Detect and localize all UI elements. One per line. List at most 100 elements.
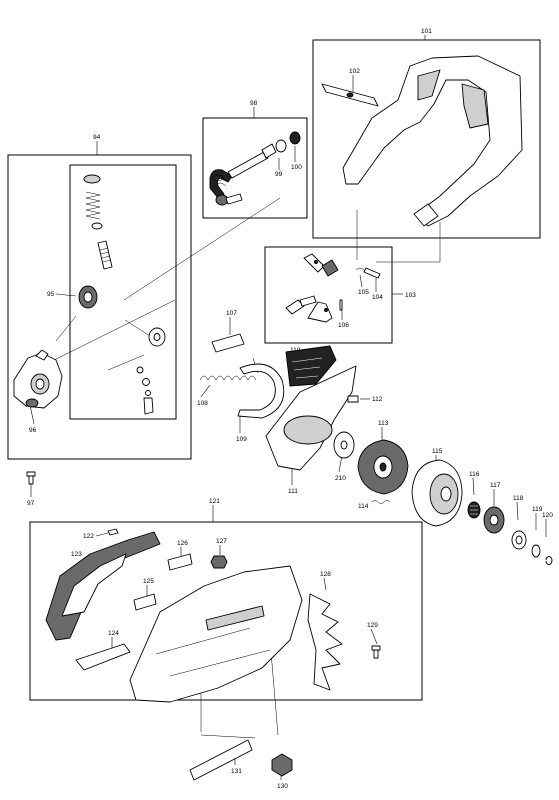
group-box-94-inner	[69, 164, 177, 420]
lever-110-texture	[291, 357, 323, 379]
pump-cap-part	[83, 174, 101, 184]
cap-100-part	[289, 131, 301, 145]
link-plate-upper-part	[303, 253, 325, 273]
link-arm-part	[307, 301, 333, 323]
callout-131: 131	[231, 768, 242, 775]
oil-hose-tube-part	[227, 151, 269, 179]
callout-105: 105	[358, 289, 369, 296]
clip-125-part	[133, 593, 157, 611]
side-cover-group	[45, 528, 381, 781]
small-washer-part	[142, 378, 150, 386]
callout-labels: 94 95 96 97 98 99 100 101 102 103 104 10…	[27, 28, 553, 790]
callout-99: 99	[275, 171, 283, 178]
callout-130: 130	[277, 783, 288, 790]
callout-97: 97	[27, 500, 35, 507]
oil-hose-part	[209, 169, 233, 199]
chain-guide-123-inner	[61, 553, 127, 617]
clutch-113-hub	[379, 462, 387, 472]
worm-gear-hub-part	[83, 291, 93, 303]
needle-bearing-116-lines	[470, 505, 478, 515]
pump-piston-thread-part	[99, 247, 112, 263]
callout-108: 108	[197, 400, 208, 407]
washer-210-hole	[340, 440, 348, 450]
tensioner-124-part	[75, 643, 131, 671]
brake-spring-108-part	[199, 375, 257, 381]
callout-104: 104	[372, 294, 383, 301]
washer-119-part	[531, 544, 541, 558]
callout-116: 116	[469, 471, 480, 478]
clutch-spring-114-part	[371, 500, 391, 504]
callout-106: 106	[338, 322, 349, 329]
oil-hose-connector-part	[225, 193, 243, 205]
grip-102-hole	[346, 92, 354, 98]
callout-124: 124	[108, 630, 119, 637]
group-box-94	[7, 154, 192, 460]
link-rivet-1	[314, 260, 318, 264]
callout-113: 113	[378, 420, 389, 427]
chain-guide-123-part	[45, 531, 161, 641]
nut-127-part	[210, 555, 228, 569]
callout-114: 114	[358, 503, 369, 510]
callout-98: 98	[250, 100, 258, 107]
washer-hole-part	[153, 333, 161, 341]
side-cover-rib	[155, 627, 271, 677]
front-handle-group	[321, 55, 523, 227]
sprocket-117-hub	[489, 514, 499, 526]
label-131-part	[189, 739, 253, 781]
pin-104-part	[363, 267, 381, 279]
washer-118-hole	[515, 535, 523, 545]
link-lever-part	[285, 299, 305, 315]
callout-118: 118	[513, 495, 524, 502]
group-box-103	[264, 246, 393, 344]
callout-117: 117	[490, 482, 501, 489]
side-cover-plate-part	[129, 565, 303, 703]
nut-130-part	[271, 753, 293, 777]
sprocket-cover-window	[283, 415, 333, 445]
brake-band-109-part	[237, 363, 285, 419]
group-box-121	[29, 521, 423, 701]
front-handle-window-1	[417, 69, 441, 101]
callout-129: 129	[367, 622, 378, 629]
oil-hose-group	[209, 131, 301, 206]
callout-95: 95	[47, 291, 55, 298]
oil-pump-bore-inner	[35, 378, 45, 390]
callout-115: 115	[432, 448, 443, 455]
oil-pump-nozzle-part	[35, 349, 49, 361]
clutch-group	[357, 439, 553, 565]
brake-group	[199, 333, 359, 471]
small-ring-part	[145, 390, 151, 396]
front-handle-window-2	[461, 83, 489, 129]
callout-127: 127	[216, 538, 227, 545]
clutch-drum-115-hub	[440, 486, 452, 502]
screw-122-part	[107, 528, 119, 536]
callout-123: 123	[71, 551, 82, 558]
pin-106-part	[339, 299, 343, 311]
callout-103: 103	[405, 292, 416, 299]
oil-pump-knob-part	[25, 398, 39, 408]
callout-94: 94	[93, 134, 101, 141]
callout-122: 122	[83, 533, 94, 540]
spring-cap-107-part	[211, 333, 245, 353]
group-box-98	[202, 117, 308, 219]
block-126-part	[167, 553, 193, 571]
side-cover-slot	[205, 605, 265, 631]
link-bar-part	[299, 295, 317, 307]
brake-linkage-group	[285, 253, 381, 323]
group-box-101	[312, 39, 541, 239]
callout-107: 107	[226, 310, 237, 317]
adjust-screw-part	[143, 397, 154, 415]
grommet-99-part	[275, 139, 287, 153]
oil-pump-group	[13, 174, 166, 485]
oil-hose-coil-part	[211, 174, 227, 187]
callout-210: 210	[335, 475, 346, 482]
oil-hose-fitting-part	[261, 143, 277, 159]
link-plate-cam-part	[321, 259, 339, 277]
bumper-spike-128-part	[307, 593, 343, 691]
screw-129-part	[371, 645, 381, 659]
pump-piston-part	[97, 240, 113, 270]
bolt-112-part	[347, 395, 359, 403]
callout-96: 96	[29, 427, 37, 434]
lever-110-part	[285, 345, 337, 387]
screw-97-part	[26, 471, 36, 485]
